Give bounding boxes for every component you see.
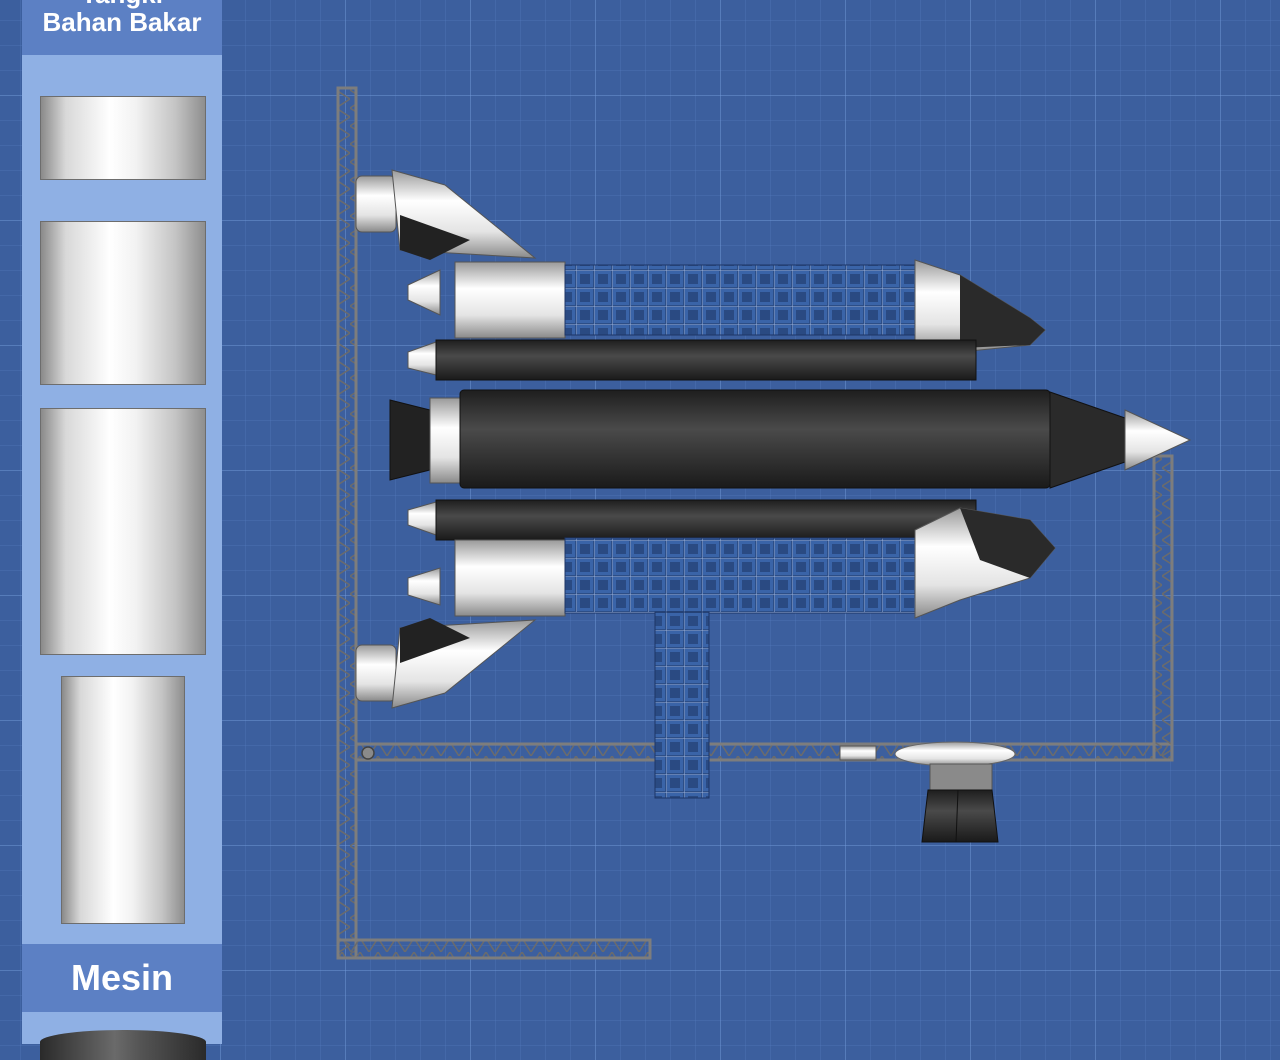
upper-capsule-stack[interactable] (407, 259, 1046, 353)
upper-fin-booster[interactable] (355, 169, 537, 260)
lower-fin-booster[interactable] (355, 618, 537, 709)
central-core-tank[interactable] (389, 389, 1192, 489)
lower-capsule-stack[interactable] (407, 507, 1056, 619)
bottom-engine-cluster[interactable] (839, 741, 1016, 843)
upper-dark-tank[interactable] (407, 339, 977, 381)
engines-title: Mesin (70, 957, 174, 998)
parts-sidebar: Tangki Bahan Bakar Mesin (22, 0, 222, 1060)
solar-panel-column[interactable] (654, 611, 710, 799)
fuel-tanks-title-line2: Bahan Bakar (42, 7, 202, 37)
lower-dark-tank[interactable] (407, 499, 977, 541)
fuel-tank-medium[interactable] (40, 221, 206, 385)
fuel-tanks-title-line1: Tangki (22, 0, 222, 8)
truss-frame[interactable] (336, 86, 1174, 960)
engines-section-header: Mesin (22, 944, 222, 1012)
fuel-tanks-section-header: Tangki Bahan Bakar (22, 0, 222, 55)
fuel-tank-short[interactable] (40, 96, 206, 180)
fuel-tank-tall[interactable] (40, 408, 206, 655)
fuel-tank-narrow[interactable] (61, 676, 185, 924)
